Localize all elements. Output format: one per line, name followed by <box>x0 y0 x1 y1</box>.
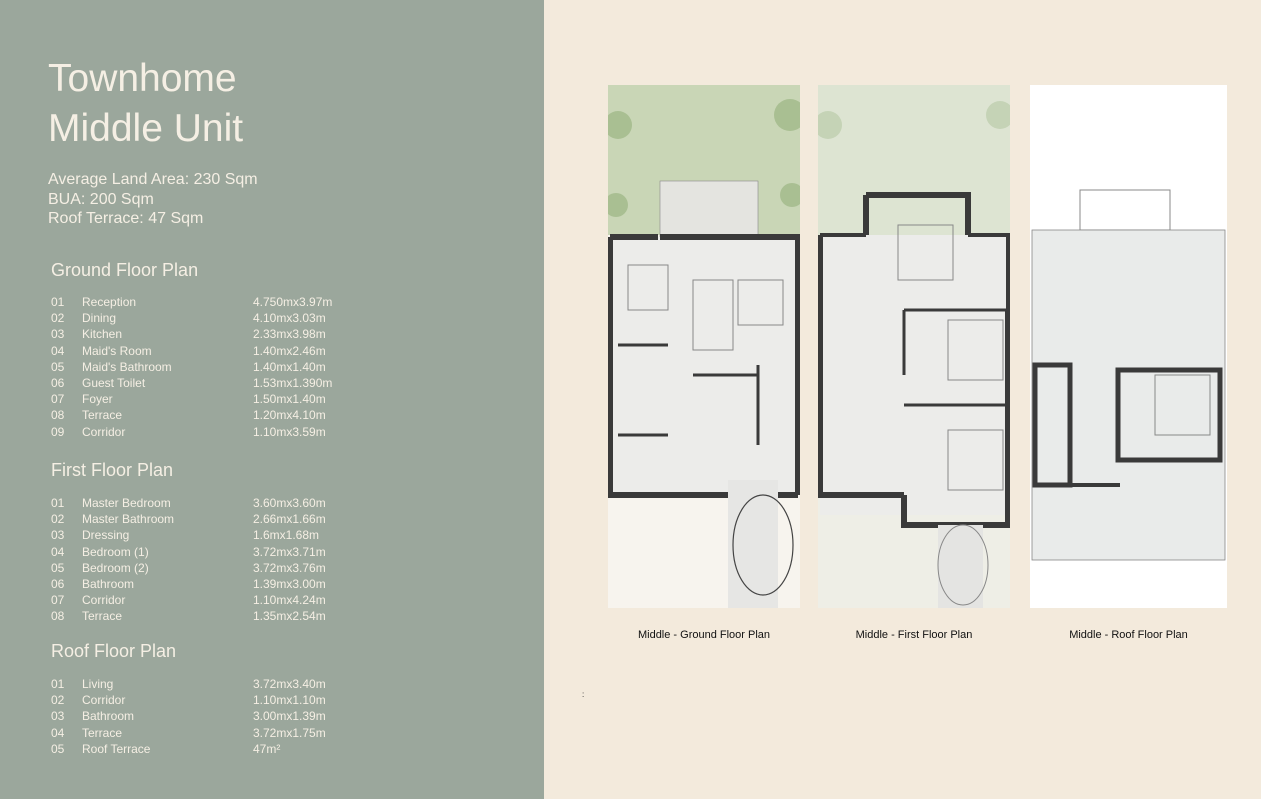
room-num: 01 <box>51 295 65 309</box>
info-panel: Townhome Middle Unit Average Land Area: … <box>0 0 544 799</box>
room-dim: 1.40mx1.40m <box>253 359 326 374</box>
room-dim: 1.39mx3.00m <box>253 576 326 591</box>
room-dim: 1.40mx2.46m <box>253 343 326 358</box>
room-num: 03 <box>51 528 65 543</box>
room-num: 02 <box>51 311 65 326</box>
room-num: 08 <box>51 609 65 624</box>
room-num: 02 <box>51 693 65 708</box>
room-num: 04 <box>51 544 65 559</box>
first-floor-title: First Floor Plan <box>51 460 174 480</box>
room-dim: 1.35mx2.54m <box>253 609 326 624</box>
room-dim: 2.66mx1.66m <box>253 512 326 527</box>
roof-floor-title: Roof Floor Plan <box>51 641 177 661</box>
room-dim: 3.72mx3.71m <box>253 544 326 559</box>
room-name: Terrace <box>82 609 123 624</box>
room-num: 05 <box>51 741 65 756</box>
room-dim: 1.10mx3.59m <box>253 424 326 439</box>
room-num: 06 <box>51 576 65 591</box>
roof-terrace-area: Roof Terrace: 47 Sqm <box>48 210 204 227</box>
room-name: Terrace <box>82 408 123 423</box>
room-name: Guest Toilet <box>82 375 146 390</box>
room-dim: 3.72mx3.40m <box>253 677 326 691</box>
room-num: 06 <box>51 375 65 390</box>
room-dim: 3.00mx1.39m <box>253 709 326 724</box>
first-floor-caption: Middle - First Floor Plan <box>855 629 973 641</box>
room-name: Maid's Room <box>82 343 152 358</box>
ground-floor-plan-drawing <box>608 85 800 608</box>
room-name: Bathroom <box>82 709 135 724</box>
room-dim: 3.60mx3.60m <box>253 496 326 510</box>
room-dim: 3.72mx1.75m <box>253 725 326 740</box>
land-area: Average Land Area: 230 Sqm <box>48 171 258 188</box>
room-name: Reception <box>82 295 137 309</box>
room-num: 01 <box>51 677 65 691</box>
room-num: 02 <box>51 512 65 527</box>
ground-floor-title: Ground Floor Plan <box>51 260 199 280</box>
room-dim: 3.72mx3.76m <box>253 560 326 575</box>
room-num: 07 <box>51 392 65 407</box>
room-dim: 1.50mx1.40m <box>253 392 326 407</box>
room-name: Bedroom (2) <box>82 560 149 575</box>
room-dim: 2.33mx3.98m <box>253 327 326 342</box>
roof-floor-caption: Middle - Roof Floor Plan <box>1069 629 1188 641</box>
room-num: 07 <box>51 593 65 608</box>
room-dim: 1.6mx1.68m <box>253 528 320 543</box>
room-dim: 4.750mx3.97m <box>253 295 333 309</box>
room-dim: 4.10mx3.03m <box>253 311 326 326</box>
room-num: 08 <box>51 408 65 423</box>
room-num: 05 <box>51 560 65 575</box>
room-name: Corridor <box>82 593 126 608</box>
page-title: Townhome Middle Unit <box>48 57 244 150</box>
first-floor-plan-drawing <box>818 85 1010 608</box>
room-name: Bedroom (1) <box>82 544 149 559</box>
room-num: 05 <box>51 359 65 374</box>
room-name: Master Bedroom <box>82 496 171 510</box>
room-name: Dining <box>82 311 117 326</box>
room-dim: 1.10mx1.10m <box>253 693 326 708</box>
room-num: 04 <box>51 343 65 358</box>
room-num: 03 <box>51 709 65 724</box>
first-floor-plan-svg <box>818 85 1010 608</box>
room-dim: 1.53mx1.390m <box>253 375 333 390</box>
room-name: Foyer <box>82 392 113 407</box>
bua: BUA: 200 Sqm <box>48 190 154 208</box>
room-dim: 1.10mx4.24m <box>253 593 326 608</box>
room-name: Terrace <box>82 725 123 740</box>
room-dim: 47m² <box>253 741 281 756</box>
roof-floor-plan-svg <box>1030 85 1227 608</box>
room-name: Corridor <box>82 693 126 708</box>
ground-floor-plan-svg <box>608 85 800 608</box>
room-name: Master Bathroom <box>82 512 175 527</box>
area-summary: Average Land Area: 230 Sqm BUA: 200 Sqm … <box>48 170 258 229</box>
room-name: Bathroom <box>82 576 135 591</box>
room-name: Dressing <box>82 528 130 543</box>
room-dim: 1.20mx4.10m <box>253 408 326 423</box>
room-name: Maid's Bathroom <box>82 359 172 374</box>
room-num: 09 <box>51 424 65 439</box>
marker-dot: : <box>582 690 585 699</box>
room-name: Kitchen <box>82 327 123 342</box>
roof-floor-plan-drawing <box>1030 85 1227 608</box>
room-name: Living <box>82 677 114 691</box>
room-num: 01 <box>51 496 65 510</box>
room-name: Corridor <box>82 424 126 439</box>
room-num: 04 <box>51 725 65 740</box>
room-name: Roof Terrace <box>82 741 151 756</box>
room-num: 03 <box>51 327 65 342</box>
ground-floor-caption: Middle - Ground Floor Plan <box>637 629 771 641</box>
